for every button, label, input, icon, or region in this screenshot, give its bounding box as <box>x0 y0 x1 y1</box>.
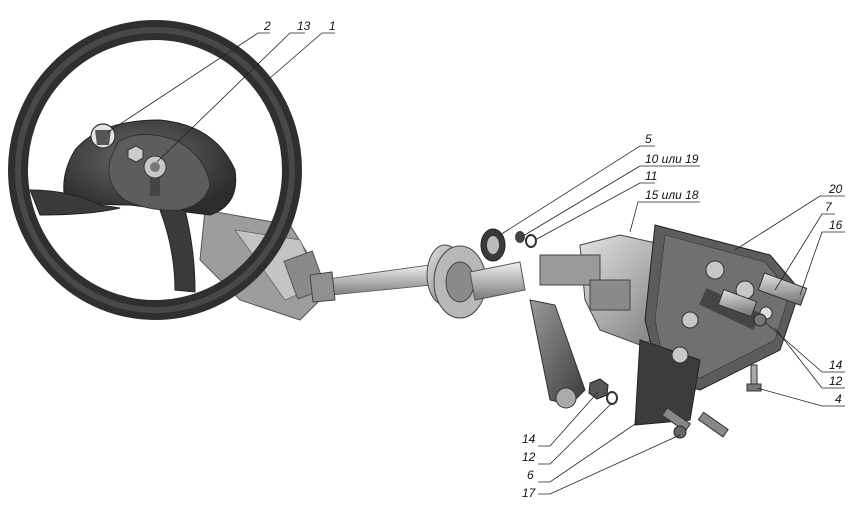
callout-2: 2 <box>263 19 271 33</box>
steering-nut <box>143 155 167 179</box>
washer-12-left <box>606 391 618 405</box>
callout-1: 1 <box>329 19 336 33</box>
pitman-arm <box>529 299 586 409</box>
callout-16: 16 <box>829 218 843 232</box>
steering-gear <box>539 224 808 426</box>
callout-labels: 2 13 1 5 10 или 19 11 15 или 18 20 7 16 … <box>263 19 843 500</box>
leader-lines <box>107 32 845 495</box>
bolt-6 <box>661 407 692 433</box>
horn-emblem <box>90 123 116 149</box>
callout-5: 5 <box>645 132 652 146</box>
nut-14-right <box>753 313 767 327</box>
steering-wheel <box>8 20 302 320</box>
nut-14-left <box>588 378 609 400</box>
callout-12-left: 12 <box>522 450 536 464</box>
bolt-4 <box>746 364 762 392</box>
intermediate-shaft <box>309 244 526 319</box>
callout-14-right: 14 <box>829 358 843 372</box>
callout-10-or-19: 10 или 19 <box>645 152 699 166</box>
bolt-17 <box>673 411 729 439</box>
callout-7: 7 <box>825 200 833 214</box>
callout-11: 11 <box>645 169 657 183</box>
callout-17: 17 <box>522 486 537 500</box>
washer-10 <box>515 231 525 243</box>
callout-20: 20 <box>828 182 843 196</box>
callout-15-or-18: 15 или 18 <box>645 188 699 202</box>
callout-14-left: 14 <box>522 432 536 446</box>
callout-4: 4 <box>835 392 842 406</box>
callout-12-right: 12 <box>829 374 843 388</box>
seal-ring-5 <box>480 228 506 262</box>
callout-6: 6 <box>527 468 534 482</box>
callout-13: 13 <box>297 19 311 33</box>
ring-11 <box>525 234 537 248</box>
